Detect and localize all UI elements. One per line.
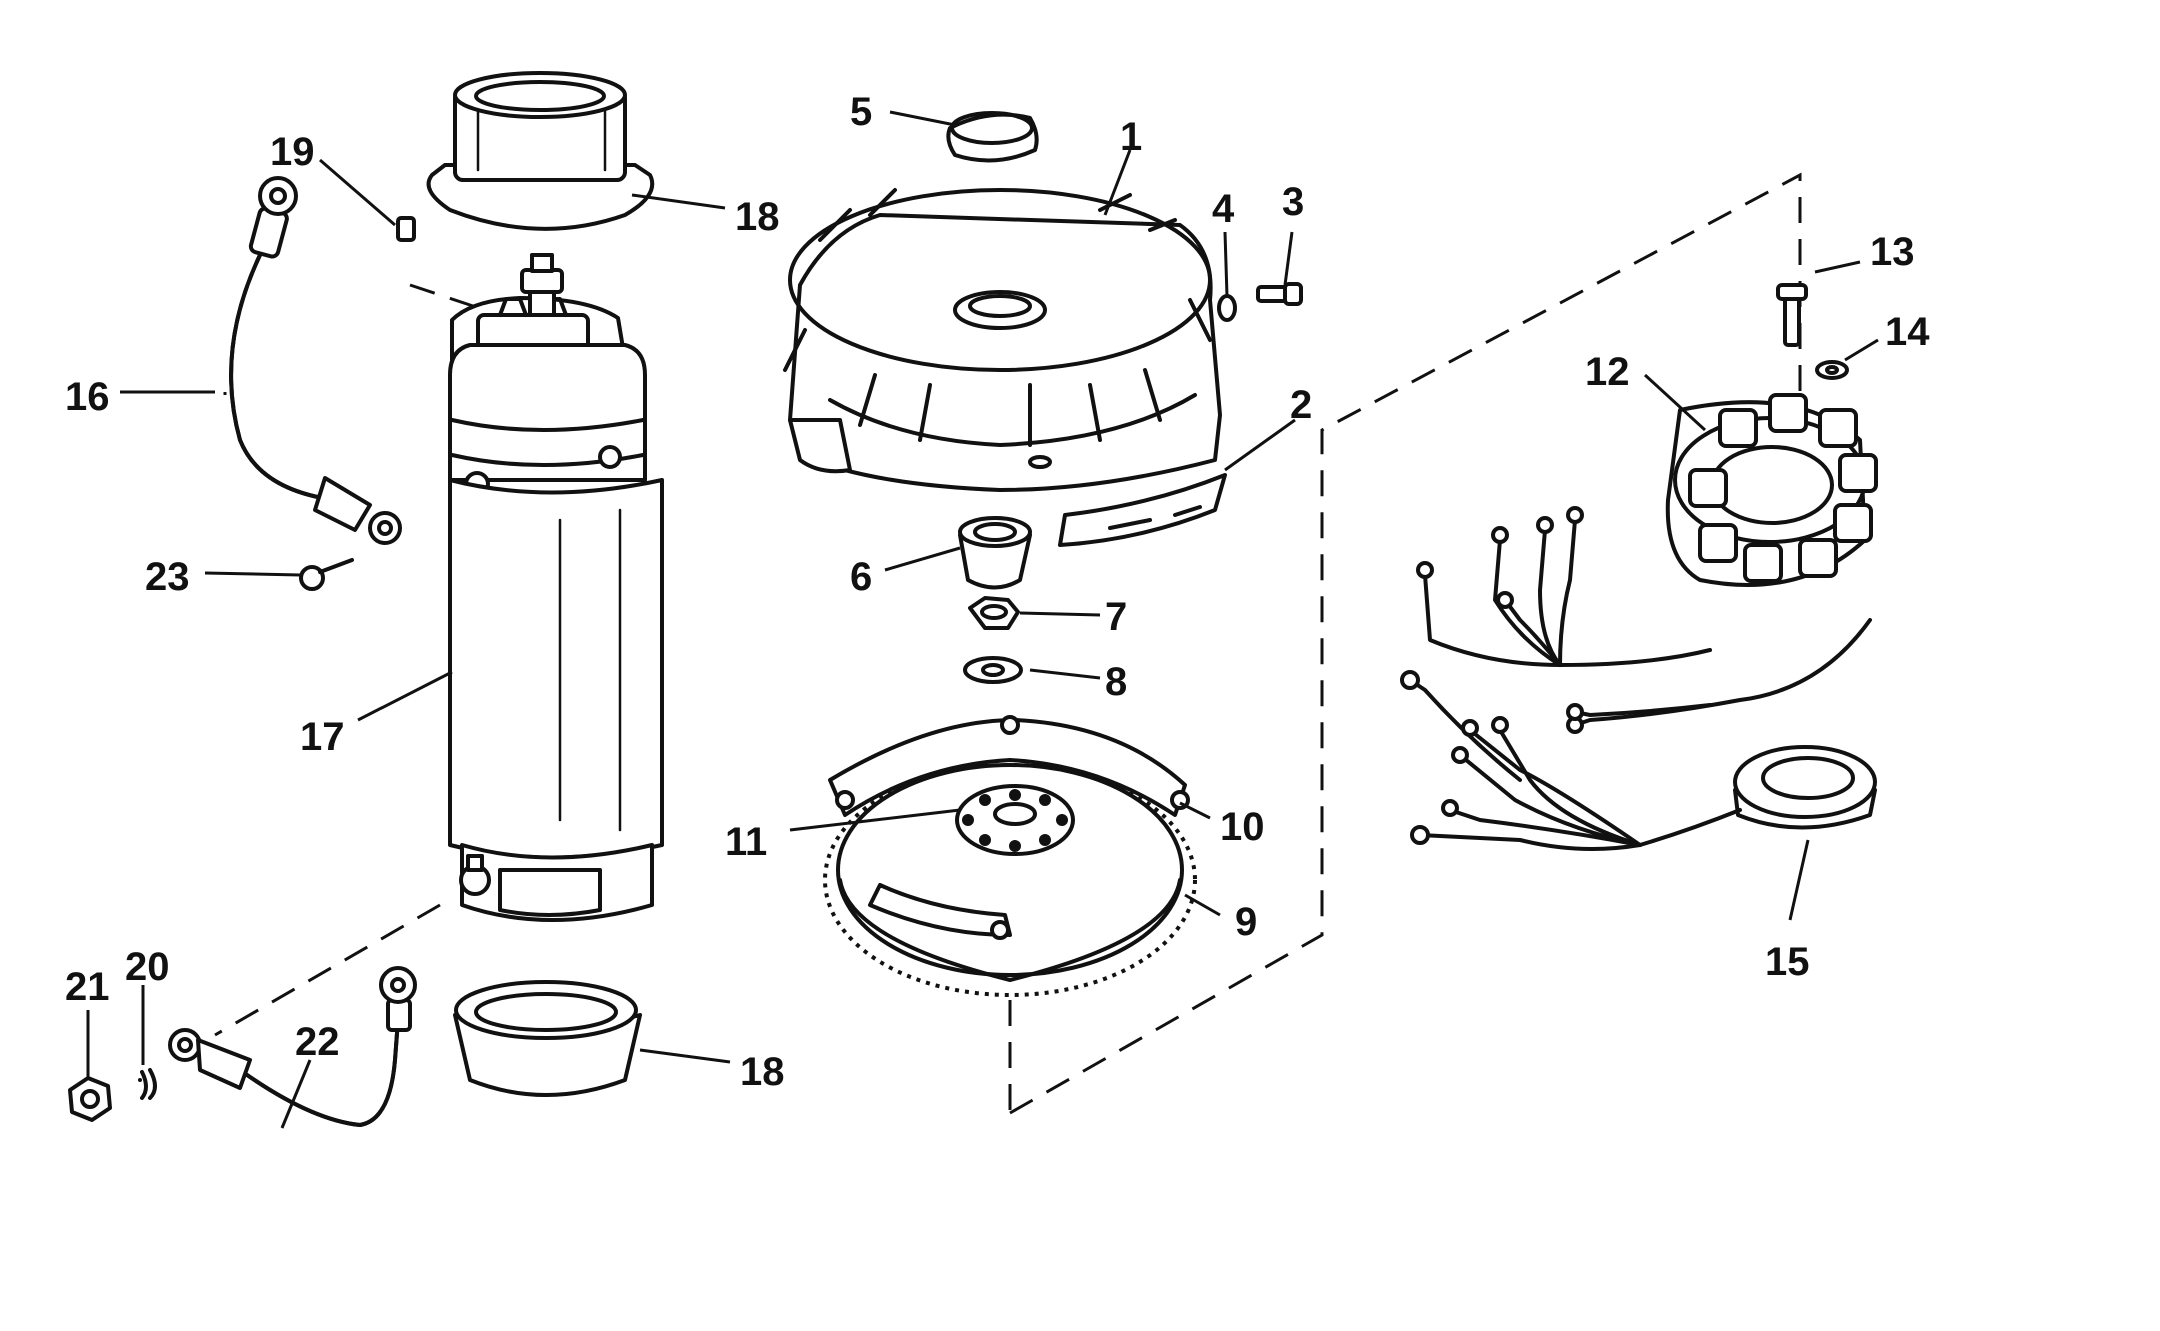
callout-14: 14	[1885, 310, 1930, 354]
callout-18-upper: 18	[735, 195, 780, 239]
strap-2	[1058, 473, 1227, 547]
callout-9: 9	[1235, 900, 1257, 944]
callout-18-lower: 18	[740, 1050, 785, 1094]
callout-5: 5	[850, 90, 872, 134]
positive-cable	[229, 176, 402, 545]
callout-23: 23	[145, 555, 190, 599]
callout-10: 10	[1220, 805, 1265, 849]
ground-cable	[168, 966, 417, 1127]
callout-6: 6	[850, 555, 872, 599]
starter-motor	[448, 253, 664, 922]
trigger	[1400, 670, 1877, 851]
stator-leads	[1416, 506, 1872, 734]
callout-4: 4	[1212, 187, 1235, 231]
flywheel-cover	[783, 188, 1222, 492]
callout-19: 19	[270, 130, 315, 174]
callout-21: 21	[65, 965, 110, 1009]
small-hardware	[68, 216, 416, 1122]
callout-8: 8	[1105, 660, 1127, 704]
callout-17: 17	[300, 715, 345, 759]
callouts: 1 2 3 4 5 6 7 8 9 10 11 12 13 14 15 16 1…	[65, 90, 1930, 1094]
callout-2: 2	[1290, 383, 1312, 427]
callout-1: 1	[1120, 115, 1142, 159]
callout-12: 12	[1585, 350, 1630, 394]
cap-5	[946, 111, 1039, 163]
callout-11: 11	[725, 820, 767, 864]
callout-13: 13	[1870, 230, 1915, 274]
stator	[1665, 283, 1878, 587]
hub-nut-washer	[958, 516, 1032, 684]
callout-3: 3	[1282, 180, 1304, 224]
leader-lines	[86, 110, 1879, 1129]
callout-22: 22	[295, 1020, 340, 1064]
callout-16: 16	[65, 375, 110, 419]
lower-starter-mount	[453, 980, 642, 1097]
callout-20: 20	[125, 945, 170, 989]
screw-3-washer-4	[1217, 282, 1303, 322]
flywheel	[823, 715, 1197, 997]
upper-starter-mount	[426, 71, 655, 231]
callout-15: 15	[1765, 940, 1810, 984]
callout-7: 7	[1105, 595, 1127, 639]
